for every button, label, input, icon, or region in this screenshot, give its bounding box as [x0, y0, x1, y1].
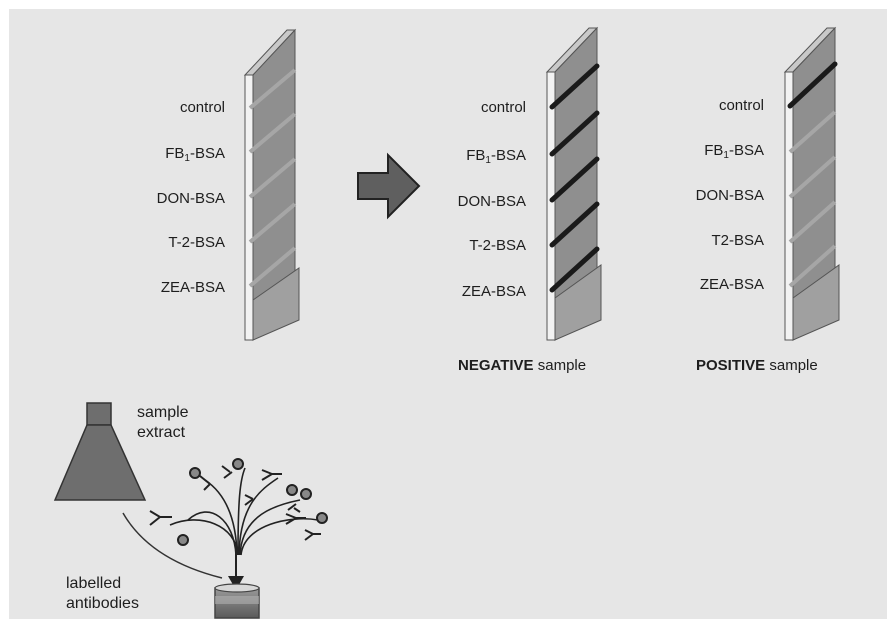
strip-negative-lines	[549, 63, 600, 293]
test-strip-positive	[783, 26, 840, 341]
label-zea-bsa: ZEA-BSA	[160, 279, 225, 296]
label-t2-bsa: T2-BSA	[711, 232, 764, 249]
sample-extract-line1: sample	[137, 404, 189, 421]
antibody-icon	[304, 529, 321, 541]
antibody-icons	[149, 458, 328, 546]
strip-left-lines	[248, 68, 297, 288]
label-zea-bsa: ZEA-BSA	[699, 276, 764, 293]
label-fb1-bsa: FB1-BSA	[165, 145, 225, 164]
test-line-fb1	[788, 110, 837, 154]
flask-icon	[53, 402, 147, 501]
test-line-zea	[788, 244, 837, 288]
label-don-bsa: DON-BSA	[695, 187, 764, 204]
test-line-t2	[248, 202, 297, 244]
label-t2-bsa: T-2-BSA	[469, 237, 526, 254]
test-line-fb1	[248, 112, 297, 154]
antibody-icon	[189, 467, 211, 491]
antibody-spray	[169, 467, 319, 556]
label-fb1-bsa: FB1-BSA	[704, 142, 764, 161]
test-line-fb1	[549, 110, 600, 157]
caption-positive-bold: POSITIVE	[696, 357, 766, 374]
caption-negative-sample: NEGATIVE sample	[458, 357, 586, 374]
sample-well-icon	[214, 583, 260, 619]
caption-negative-rest: sample	[533, 357, 587, 374]
process-arrow	[357, 152, 421, 220]
antibody-icon	[261, 469, 298, 496]
labelled-antibodies-line2: antibodies	[66, 595, 139, 612]
label-control: control	[179, 99, 225, 116]
label-don-bsa: DON-BSA	[457, 193, 526, 210]
test-line-t2	[549, 201, 600, 248]
label-control: control	[480, 99, 526, 116]
test-line-zea	[549, 246, 600, 293]
caption-negative-bold: NEGATIVE	[458, 357, 534, 374]
test-line-control	[787, 61, 838, 109]
caption-positive-sample: POSITIVE sample	[696, 357, 818, 374]
strip-positive-lines	[787, 61, 838, 288]
test-line-don	[549, 156, 600, 203]
antibody-icon	[285, 512, 328, 525]
antibody-icon	[287, 488, 312, 513]
antibody-icon	[221, 458, 244, 479]
label-fb1-bsa: FB1-BSA	[466, 147, 526, 166]
caption-positive-rest: sample	[765, 357, 818, 374]
label-control: control	[718, 97, 764, 114]
label-zea-bsa: ZEA-BSA	[461, 283, 526, 300]
test-line-don	[248, 157, 297, 199]
labelled-antibodies-label: labelled antibodies	[66, 574, 139, 614]
test-line-control	[248, 68, 297, 110]
down-arrow-icon	[228, 548, 244, 590]
antibody-icon	[149, 510, 189, 546]
sample-extract-label: sample extract	[137, 403, 189, 443]
connector-curve	[122, 512, 223, 579]
antibody-icon	[244, 494, 254, 506]
label-t2-bsa: T-2-BSA	[168, 234, 225, 251]
test-line-t2	[788, 200, 837, 244]
labelled-antibodies-line1: labelled	[66, 575, 122, 592]
test-line-zea	[248, 246, 297, 288]
test-strip-negative	[545, 26, 602, 341]
test-line-don	[788, 155, 837, 199]
sample-extract-line2: extract	[137, 424, 186, 441]
figure-panel	[9, 9, 887, 619]
label-don-bsa: DON-BSA	[156, 190, 225, 207]
test-strip-left	[243, 28, 300, 341]
test-line-control	[549, 63, 600, 110]
